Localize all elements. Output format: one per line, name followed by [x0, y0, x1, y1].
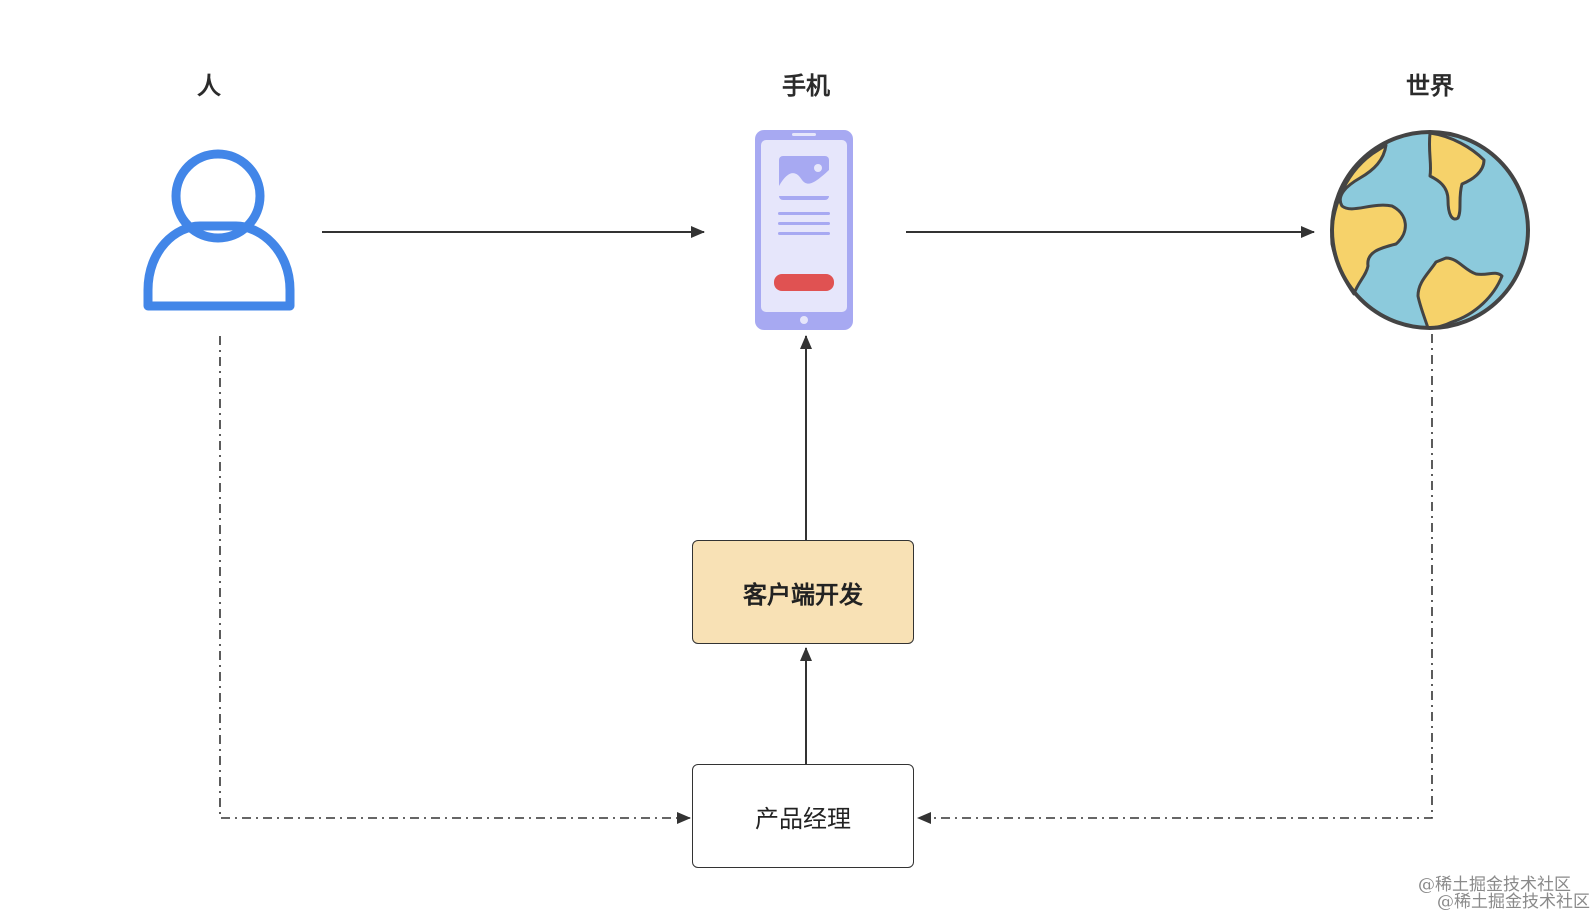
smartphone-icon [755, 130, 853, 330]
watermark-text-shadow: @稀土掘金技术社区 [1437, 892, 1590, 912]
product-manager-box: 产品经理 [692, 764, 914, 868]
person-label: 人 [197, 72, 221, 100]
world-label: 世界 [1406, 72, 1454, 100]
dashdot-person-to-pm [219, 336, 691, 824]
phone-label: 手机 [782, 72, 830, 100]
dashdot-world-to-pm [917, 334, 1433, 824]
watermark-text: @稀土掘金技术社区 [1418, 875, 1571, 895]
globe-icon [1330, 130, 1530, 330]
person-icon [143, 149, 295, 311]
client-dev-box: 客户端开发 [692, 540, 914, 644]
